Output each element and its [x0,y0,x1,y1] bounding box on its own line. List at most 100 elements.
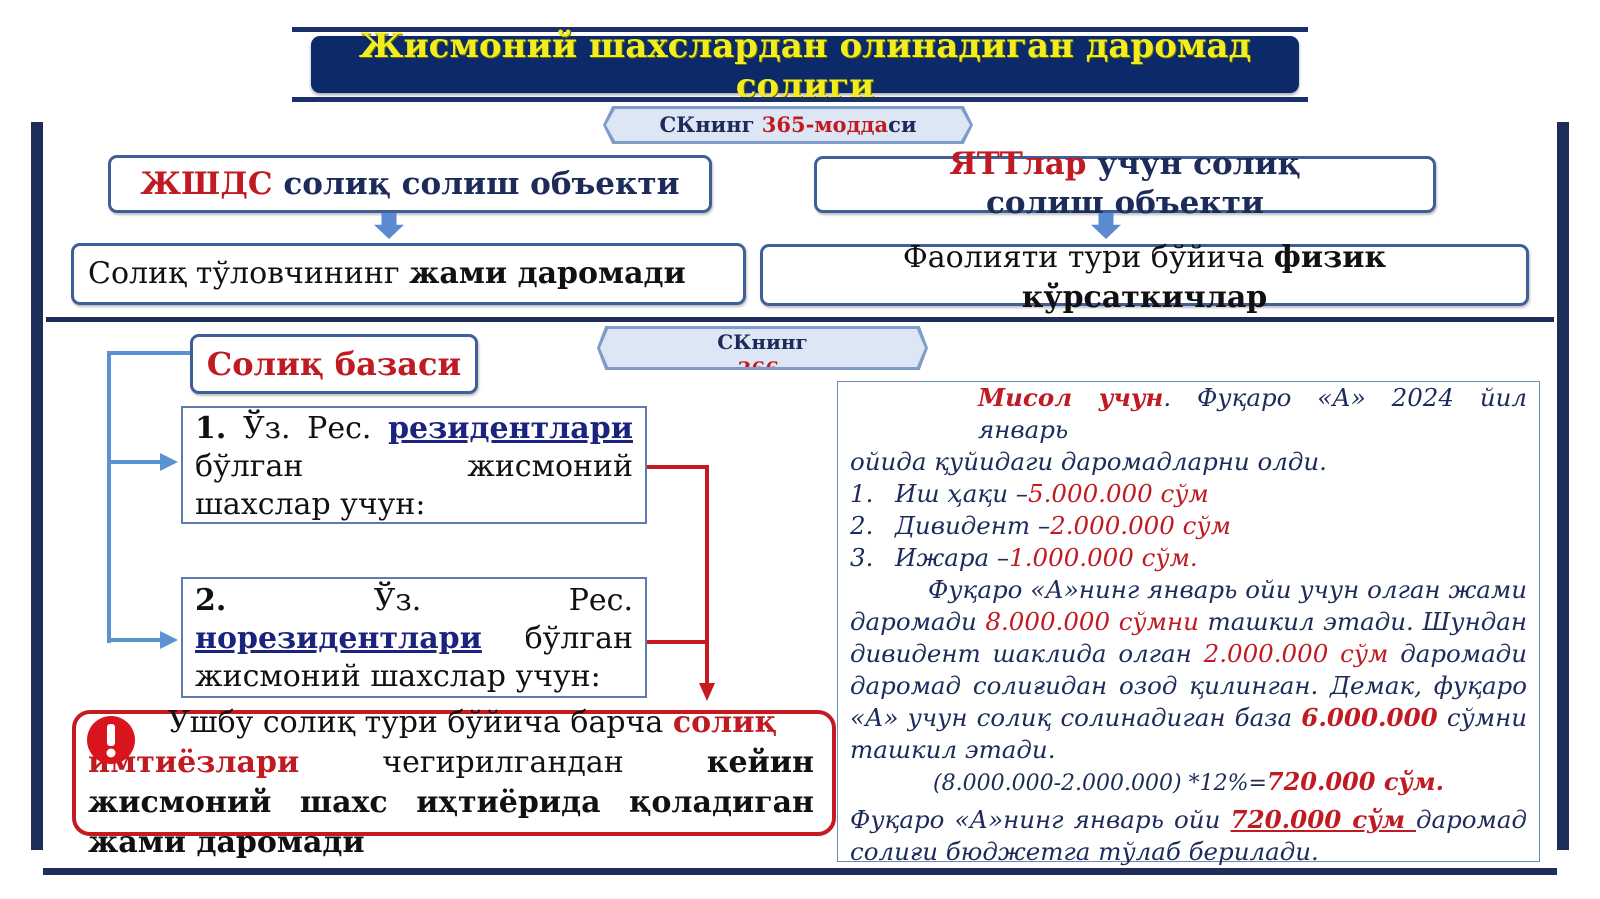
example-final-amount: 720.000 сўм [1230,805,1416,834]
item1-text-c: жисмоний [467,449,633,484]
warning-line4: жами даромади [88,825,365,860]
item1-number: 1. [195,411,227,446]
jshds-object-header: ЖШДС солиқ солиш объекти [108,155,712,213]
income-item-3: 3. Ижара – 1.000.000 сўм. [850,542,1527,574]
tag-366-text: СКнинг [717,330,808,354]
section-divider [46,317,1554,322]
example-p5a: «А» учун солиқ солинадиган база [850,703,1302,732]
example-formula: (8.000.000-2.000.000) *12%= [933,771,1267,796]
warning-w4: қоладиган [629,785,814,820]
income-item-1-value: 5.000.000 сўм [1028,479,1209,508]
warning-text: Ушбу солиқ тури бўйича барча солиқ имтиё… [88,703,814,863]
example-p3a: дивидент шаклида олган [850,639,1204,668]
connector-branch-1 [107,460,168,464]
nonresidents-link: норезидентлари [195,621,482,656]
item2-text-a: Ўз. [373,583,422,618]
income-item-2-number: 2. [850,511,874,540]
item2-number: 2. [195,583,227,618]
example-panel: Мисол учун. Фуқаро «А» 2024 йил январь о… [837,381,1540,866]
ytt-header-text: учун солиқ солиш объекти [986,146,1301,221]
example-final-c: даромад [1415,805,1527,834]
item1-text-b: бўлган [195,449,304,484]
connector-branch-2 [107,638,168,642]
frame-left-bar [31,122,43,850]
page-title: Жисмоний шахслардан олинадиган даромад с… [358,26,1252,106]
income-item-3-value: 1.000.000 сўм. [1009,543,1198,572]
example-dividend: 2.000.000 сўм [1203,639,1389,668]
example-p3c: даромади [1388,639,1527,668]
residents-box: 1. Ўз. Рес. резидентлари бўлган жисмоний… [181,406,647,524]
example-total-income: 8.000.000 сўмни [985,607,1199,636]
total-income-box: Солиқ тўловчининг жами даромади [71,243,746,305]
example-p1: Фуқаро «А»нинг январь ойи учун олган жам… [928,575,1527,604]
example-p6: ташкил этади. [850,735,1056,764]
income-item-2-label: Дивидент – [895,511,1051,540]
red-connector-2 [647,640,709,644]
arrow-right-1-icon [160,453,178,471]
arrow-down-red-icon [699,683,715,701]
item2-text-d: жисмоний шахслар учун: [195,659,601,694]
income-item-2-value: 2.000.000 сўм [1050,511,1231,540]
total-income-bold: жами даромади [409,256,686,291]
warning-w2: шахс [299,785,388,820]
example-p5c: сўмни [1437,703,1527,732]
item2-text-c: бўлган [524,621,633,656]
warning-w1: жисмоний [88,785,272,820]
income-item-3-number: 3. [850,543,874,572]
warning-w3: иҳтиёрида [416,785,601,820]
tag-365-suffix: си [888,112,917,137]
exclamation-icon [87,716,135,764]
income-item-2: 2. Дивидент – 2.000.000 сўм [850,510,1527,542]
example-final-a: Фуқаро «А»нинг январь ойи [850,805,1231,834]
example-formula-result: 720.000 сўм. [1266,767,1444,796]
tag-365-text: СКнинг [659,112,762,137]
frame-right-bar [1557,122,1569,850]
tag-366-word: модда [713,384,785,408]
physical-indicators-box: Фаолияти тури бўйича физик кўрсаткичлар [760,240,1529,315]
tax-base-box: Солиқ базаси [190,334,478,394]
warning-after: кейин [706,745,814,780]
warning-line2: чегирилгандан [382,745,624,780]
income-item-1-number: 1. [850,479,874,508]
item2-text-b: Рес. [568,583,633,618]
tag-365-number: 365-модда [761,112,889,137]
arrow-down-left-icon [374,213,404,239]
title-top-rule [292,27,1308,32]
connector-vertical [107,351,111,643]
income-item-1-label: Иш ҳақи – [895,479,1029,508]
example-p2c: ташкил этади. Шундан [1198,607,1527,636]
tax-base-label: Солиқ базаси [206,345,462,383]
example-p2a: даромади [850,607,986,636]
example-final-line2: солиғи бюджетга тўлаб берилади. [850,837,1319,866]
physical-indicators-text: Фаолияти тури бўйича [902,240,1274,275]
warning-box [72,710,836,836]
jshds-label: ЖШДС [140,166,273,202]
tag-article-366: СКнинг 366-моддаси [597,326,928,370]
example-intro1: . Фуқаро «А» 2024 йил январь [978,383,1527,444]
residents-link: резидентлари [388,411,633,446]
example-heading: Мисол учун [978,383,1164,412]
warning-line1: Ушбу солиқ тури бўйича барча [168,705,673,740]
nonresidents-box: 2. Ўз. Рес. норезидентлари бўлган жисмон… [181,577,647,698]
physical-indicators-bold: физик кўрсаткичлар [1021,240,1387,315]
tag-366-number: 366- [737,357,788,381]
red-connector-vertical [705,465,709,687]
title-bottom-rule [292,97,1308,102]
example-tax-base: 6.000.000 [1301,703,1438,732]
title-banner [311,36,1299,93]
item1-text-a: Ўз. Рес. [242,411,372,446]
frame-bottom-bar [43,868,1557,875]
connector-top [107,351,190,355]
example-p4: даромад солиғидан озод қилинган. Демак, … [850,671,1527,700]
arrow-right-2-icon [160,631,178,649]
red-connector-1 [647,465,709,469]
jshds-header-text: солиқ солиш объекти [272,166,680,202]
tag-366-suffix: си [784,384,812,408]
total-income-text: Солиқ тўловчининг [88,256,410,291]
ytt-object-header: ЯТТлар учун солиқ солиш объекти [814,146,1436,221]
income-item-1: 1. Иш ҳақи – 5.000.000 сўм [850,478,1527,510]
ytt-label: ЯТТлар [949,146,1087,182]
item1-text-d: шахслар учун: [195,487,426,522]
income-item-3-label: Ижара – [895,543,1010,572]
example-intro2: ойида қуйидаги даромадларни олди. [850,447,1327,476]
